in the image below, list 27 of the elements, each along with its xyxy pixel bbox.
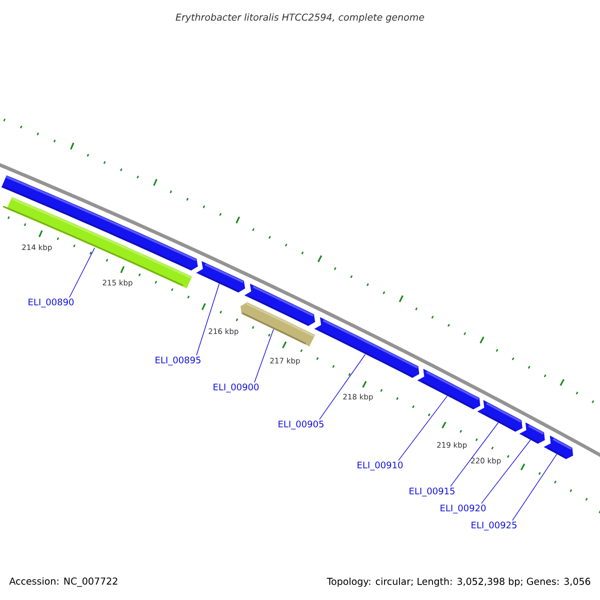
gene-label: ELI_00895 — [156, 356, 200, 366]
leader-line — [196, 283, 220, 356]
gene-label: ELI_00905 — [278, 420, 324, 430]
gene-block — [196, 261, 246, 292]
gene-label: ELI_00915 — [410, 488, 454, 496]
gene-block — [314, 317, 420, 378]
gene-block — [244, 284, 316, 326]
gene-label: ELI_00920 — [440, 504, 486, 514]
leader-line — [69, 247, 96, 298]
leader-line — [398, 396, 448, 461]
gene-block — [417, 368, 480, 410]
gene-label: ELI_00900 — [214, 384, 259, 392]
leader-line — [450, 422, 499, 487]
gene-label: ELI_00910 — [358, 462, 403, 470]
genome-summary: Topology: circular; Length: 3,052,398 bp; Genes: 3,056 — [326, 578, 590, 587]
gene-block — [519, 422, 545, 444]
gene-block — [477, 400, 522, 432]
gene-block — [2, 197, 192, 288]
leader-line — [481, 440, 531, 504]
gene-label: ELI_00890 — [28, 298, 74, 308]
leader-line — [254, 328, 274, 383]
leader-line — [512, 454, 558, 521]
accession-text: Accession: NC_007722 — [9, 577, 118, 587]
title: Erythrobacter litoralis HTCC2594, complete genome — [176, 13, 424, 23]
gene-block — [544, 436, 574, 460]
leader-line — [319, 354, 366, 420]
gene-label: ELI_00925 — [472, 522, 516, 530]
